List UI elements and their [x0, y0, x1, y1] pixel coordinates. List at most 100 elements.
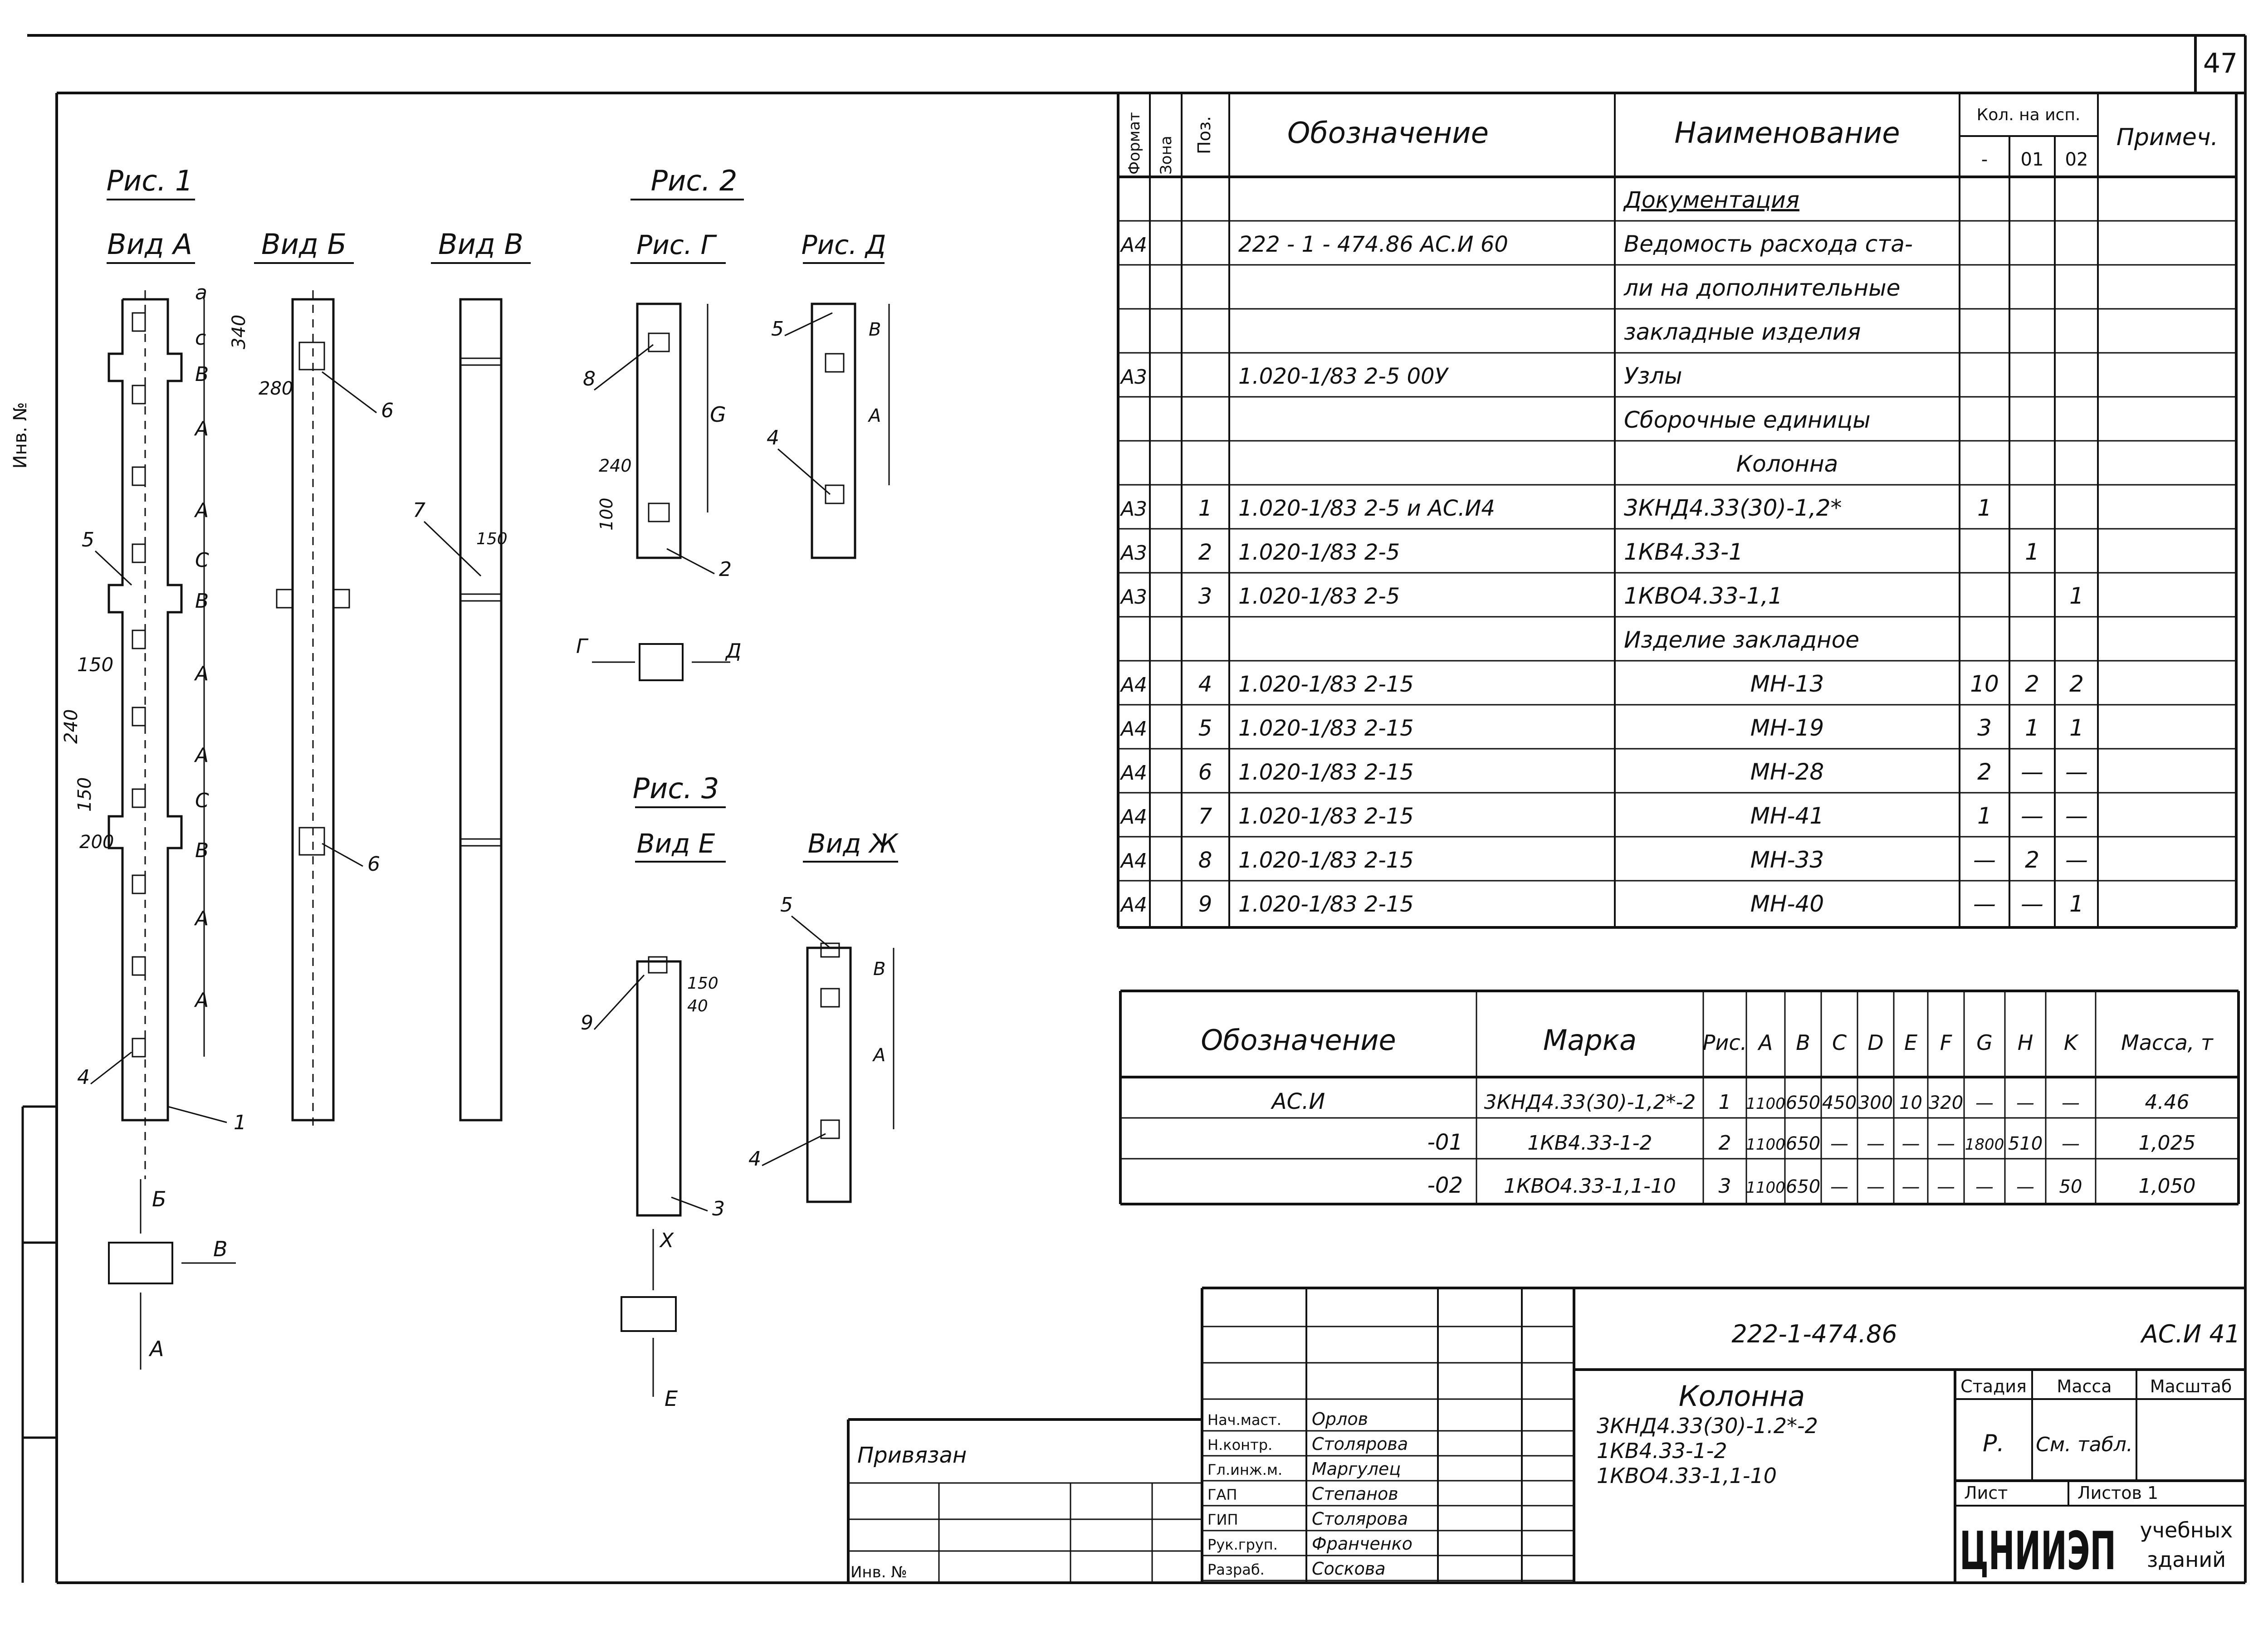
params-data-cell: —	[1867, 1176, 1885, 1197]
arrow-v-label: В	[213, 1237, 228, 1261]
spec-qty-1-cell: 2	[2025, 671, 2039, 697]
section-g-d: Г Д	[576, 635, 741, 681]
spec-designation-cell: 1.020-1/83 2-15	[1238, 848, 1414, 873]
spec-format-cell: А3	[1119, 498, 1147, 521]
spec-name-cell: Колонна	[1736, 451, 1838, 477]
org-sub-2: зданий	[2147, 1547, 2226, 1572]
params-header-cell: Масса, т	[2121, 1030, 2214, 1055]
spec-qty-2-cell: 1	[2069, 715, 2084, 741]
spec-name-cell: МН-40	[1750, 891, 1824, 917]
spec-header-qty: Кол. на исп.	[1977, 106, 2081, 124]
params-data-cell: 320	[1929, 1093, 1963, 1113]
spec-designation-cell: 222 - 1 - 474.86 АС.И 60	[1238, 232, 1508, 257]
spec-format-cell: А4	[1119, 849, 1147, 873]
params-data-cell: 1,050	[2139, 1175, 2196, 1198]
section-x-e: Х Е	[621, 1229, 678, 1411]
title-mark-2: 1КВ4.33-1-2	[1597, 1439, 1727, 1463]
arrow-b-label: Б	[152, 1187, 166, 1211]
spec-designation-cell: 1.020-1/83 2-15	[1238, 892, 1414, 917]
role-name-cell: Степанов	[1312, 1484, 1398, 1504]
params-data-cell: 650	[1786, 1133, 1820, 1154]
spec-header-qty-1: 01	[2021, 149, 2044, 170]
svg-text:A: A	[194, 907, 209, 930]
params-data-cell: 1100	[1746, 1136, 1785, 1154]
spec-qty-0-cell: 1	[1977, 495, 1992, 521]
spec-name-cell: МН-13	[1750, 671, 1824, 697]
svg-text:a: a	[195, 281, 207, 304]
spec-format-cell: А4	[1119, 717, 1147, 741]
spec-qty-2-cell: —	[2065, 803, 2088, 829]
spec-name-cell: 1КВ4.33-1	[1624, 539, 1743, 565]
spec-qty-1-cell: —	[2021, 803, 2043, 829]
svg-text:5: 5	[780, 893, 793, 917]
spec-pos-cell: 9	[1198, 892, 1212, 917]
view-g-label: Рис. Г	[636, 229, 717, 260]
params-data-cell: —	[1902, 1133, 1920, 1154]
params-data-cell: 450	[1822, 1093, 1857, 1113]
scale-label: Масштаб	[2150, 1376, 2232, 1396]
svg-text:340: 340	[229, 315, 249, 349]
params-header-cell: Марка	[1543, 1024, 1637, 1057]
spec-qty-0-cell: —	[1973, 847, 1996, 873]
params-data-cell: 1КВ4.33-1-2	[1527, 1132, 1652, 1155]
spec-qty-1-cell: 1	[2025, 539, 2039, 565]
inv-label: Инв. №	[850, 1563, 907, 1581]
spec-row: ли на дополнительные	[1623, 275, 1900, 301]
section-a-b: Б В А	[108, 1179, 236, 1370]
params-data-cell: 1,025	[2139, 1132, 2196, 1155]
role-title-cell: Н.контр.	[1207, 1436, 1272, 1454]
svg-text:A: A	[194, 662, 209, 685]
spec-format-cell: А3	[1119, 366, 1147, 389]
params-data-cell: 650	[1786, 1176, 1820, 1197]
spec-qty-2-cell: —	[2065, 847, 2088, 873]
role-title-cell: Разраб.	[1207, 1561, 1265, 1578]
spec-row: Изделие закладное	[1624, 627, 1859, 653]
params-data-cell: 50	[2059, 1176, 2082, 1197]
spec-name-cell: МН-33	[1750, 847, 1824, 873]
title-block: Привязан Инв. № Нач.маст.ОрловН.контр.Ст…	[847, 1287, 2245, 1583]
arrow-x-label: Х	[659, 1229, 674, 1252]
params-data-cell: —	[2062, 1093, 2080, 1113]
spec-qty-2-cell: 2	[2069, 671, 2084, 697]
dim-280: 280	[259, 378, 293, 399]
params-data-cell: 1100	[1746, 1179, 1785, 1197]
role-title-cell: ГАП	[1207, 1486, 1237, 1503]
svg-text:G: G	[710, 402, 726, 427]
svg-text:5: 5	[82, 528, 94, 551]
spec-pos-cell: 7	[1198, 804, 1212, 829]
spec-qty-2-cell: —	[2065, 759, 2088, 785]
spec-qty-1-cell: —	[2021, 891, 2043, 917]
spec-name-cell: МН-28	[1750, 759, 1824, 785]
svg-text:B: B	[195, 590, 209, 613]
svg-text:B: B	[195, 363, 209, 386]
fig3-label: Рис. 3	[633, 772, 719, 805]
svg-text:B: B	[869, 319, 881, 340]
params-data-cell: АС.И	[1271, 1089, 1325, 1114]
svg-text:6: 6	[367, 853, 380, 876]
mass-value: См. табл.	[2036, 1433, 2133, 1456]
spec-header-pos: Поз.	[1194, 116, 1214, 154]
svg-text:A: A	[194, 417, 209, 440]
dim-40: 40	[687, 997, 708, 1015]
spec-pos-cell: 1	[1198, 496, 1212, 521]
roles-list: Нач.маст.ОрловН.контр.СтоляроваГл.инж.м.…	[1202, 1409, 1574, 1581]
svg-text:A: A	[194, 989, 209, 1012]
view-d-label: Рис. Д	[802, 229, 886, 260]
column-fig2-g: G 8 240 100 2	[583, 302, 732, 581]
column-view-b: 340 280 6 6	[229, 290, 394, 1129]
spec-designation-cell: 1.020-1/83 2-15	[1238, 804, 1414, 829]
dim-240: 240	[61, 709, 82, 744]
doc-code: 222-1-474.86	[1731, 1320, 1897, 1348]
params-header-cell: H	[2018, 1030, 2033, 1055]
params-data-cell: —	[1975, 1176, 1994, 1197]
svg-text:2: 2	[719, 558, 732, 581]
dim-150-b: 150	[74, 777, 95, 812]
column-view-a: a c B A A C B A A C B A A 150 240 150 20…	[61, 281, 246, 1179]
